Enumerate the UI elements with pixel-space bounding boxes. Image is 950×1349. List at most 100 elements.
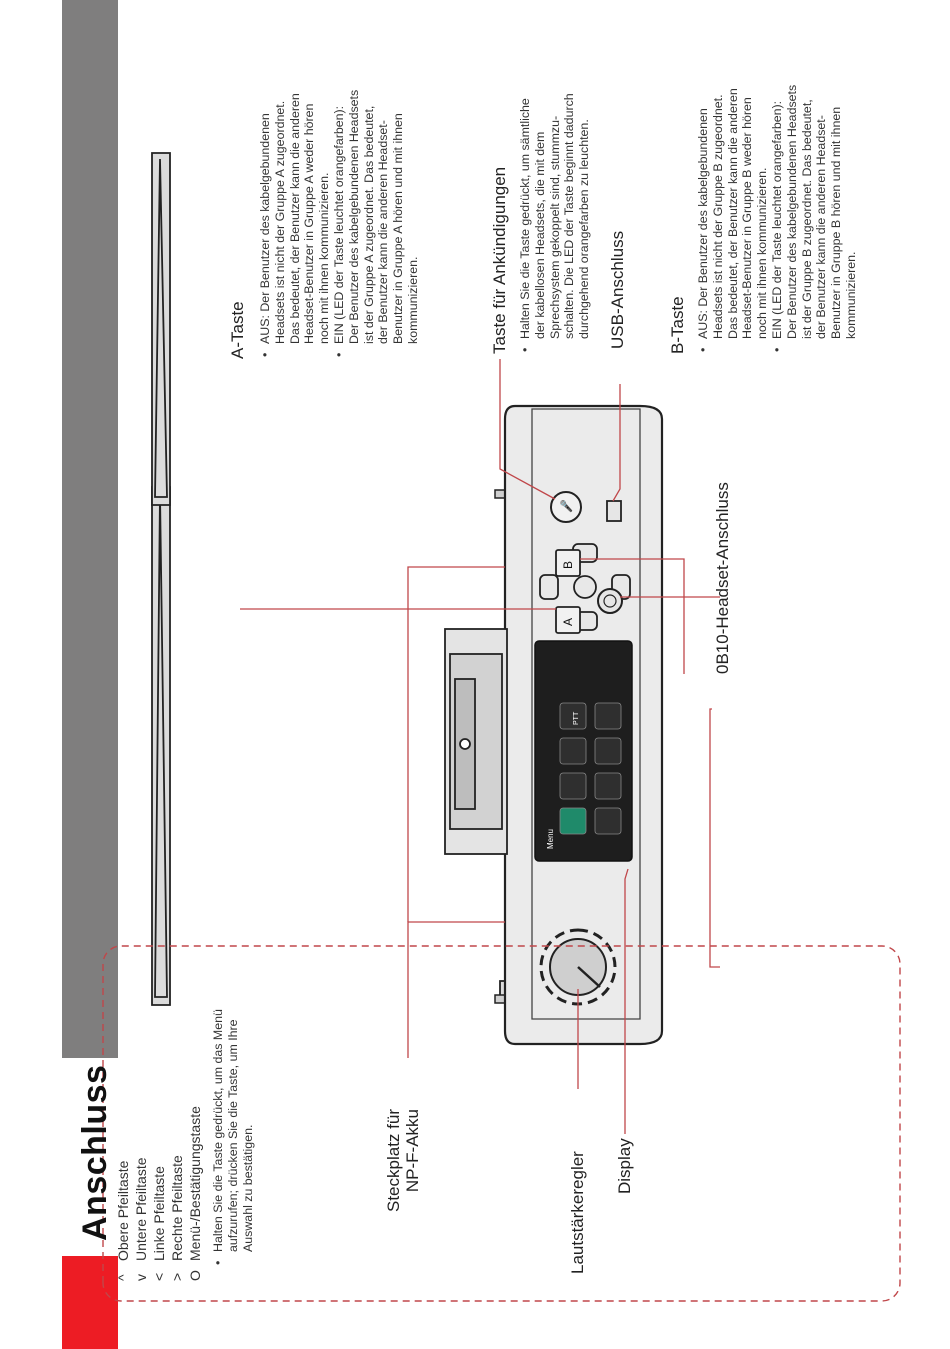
b-taste-bullet-line: der Benutzer kann die anderen Headset- bbox=[814, 115, 829, 339]
circle-icon: O bbox=[187, 1270, 203, 1281]
announce-bullet-line: Halten Sie die Taste gedrückt, um sämtli… bbox=[518, 98, 532, 339]
header-gray-bar bbox=[62, 0, 118, 1058]
legend-item-label: Obere Pfeiltaste bbox=[115, 1160, 131, 1261]
announce-title: Taste für Ankündigungen bbox=[490, 166, 509, 354]
announce-bullet-line: der kabellosen Headsets, die mit dem bbox=[532, 131, 547, 339]
announce-bullet-item: Halten Sie die Taste gedrückt, um sämtli… bbox=[518, 93, 592, 354]
np-f-label-line2: NP-F-Akku bbox=[403, 1109, 422, 1193]
a-taste-title: A-Taste bbox=[228, 301, 247, 359]
usb-title: USB-Anschluss bbox=[608, 230, 627, 349]
legend-item-label: Linke Pfeiltaste bbox=[151, 1166, 167, 1261]
screen-tile-intercom[interactable] bbox=[559, 807, 587, 835]
announce-bullet-line: schalten. Die LED der Taste beginnt dadu… bbox=[562, 93, 577, 339]
b-button[interactable] bbox=[555, 549, 581, 577]
screen-tile-radio[interactable] bbox=[594, 807, 622, 835]
screen-tile-settings[interactable] bbox=[594, 702, 622, 730]
b-button-label: B bbox=[561, 561, 575, 569]
announce-button[interactable] bbox=[550, 491, 582, 523]
a-taste-bullet-line: Benutzer in Gruppe A hören und mit ihnen bbox=[391, 113, 406, 344]
antenna-right-hinge bbox=[494, 489, 506, 499]
page-title: Anschluss bbox=[76, 1064, 114, 1241]
legend-item: >Rechte Pfeiltaste bbox=[169, 961, 187, 1281]
a-taste-bullet-line: Headsets ist nicht der Gruppe A zugeordn… bbox=[272, 100, 287, 344]
legend-item-label: Menü-/Bestätigungstaste bbox=[187, 1106, 203, 1261]
device-panel bbox=[531, 408, 641, 1020]
antenna-left-ridge bbox=[154, 493, 168, 998]
announce-bullets: Halten Sie die Taste gedrückt, um sämtli… bbox=[518, 93, 592, 354]
b-taste-bullet-line: ist der Gruppe B zugeordnet. Das bedeute… bbox=[799, 99, 814, 339]
header-red-bar bbox=[62, 1256, 118, 1349]
legend-note-line: Auswahl zu bestätigen. bbox=[240, 1124, 255, 1252]
a-taste-bullet-item: AUS: Der Benutzer des kabelgebundenenHea… bbox=[258, 90, 332, 359]
announce-bullet-line: durchgehend orangefarben zu leuchten. bbox=[577, 119, 592, 339]
b-taste-bullet-line: Das bedeutet, der Benutzer kann die ande… bbox=[725, 88, 740, 339]
volume-label: Lautstärkeregler bbox=[568, 1151, 587, 1274]
screen-tile-audio[interactable] bbox=[594, 737, 622, 765]
np-f-label: Steckplatz für NP-F-Akku bbox=[384, 1109, 422, 1259]
leader-np-f-right bbox=[407, 566, 505, 922]
np-f-label-line1: Steckplatz für bbox=[384, 1109, 403, 1212]
b-taste-bullet-item: EIN (LED der Taste leuchtet orangefarben… bbox=[770, 85, 859, 354]
screen-tile-mesh[interactable] bbox=[559, 772, 587, 800]
b-taste-bullet-line: AUS: Der Benutzer des kabelgebundenen bbox=[696, 108, 710, 339]
ob10-title: 0B10-Headset-Anschluss bbox=[713, 482, 732, 674]
usb-port[interactable] bbox=[606, 500, 622, 522]
b-taste-bullet-line: Headsets ist nicht der Gruppe B zugeordn… bbox=[710, 94, 725, 339]
legend-item-label: Rechte Pfeiltaste bbox=[169, 1155, 185, 1261]
b-taste-bullets: AUS: Der Benutzer des kabelgebundenenHea… bbox=[696, 85, 859, 354]
ob10-headset-connector[interactable] bbox=[597, 588, 623, 614]
b-taste-bullet-line: EIN (LED der Taste leuchtet orangefarben… bbox=[769, 100, 784, 339]
leader-np-f-left bbox=[407, 921, 505, 1058]
legend-note-line: Halten Sie die Taste gedrückt, um das Me… bbox=[211, 1009, 225, 1252]
leader-display bbox=[624, 868, 629, 1134]
menu-confirm-button[interactable] bbox=[573, 575, 597, 599]
legend-note-line: aufzurufen; drücken Sie die Taste, um Ih… bbox=[225, 1019, 240, 1252]
ob10-headset-connector-inner bbox=[603, 594, 617, 608]
a-taste-bullet-line: AUS: Der Benutzer des kabelgebundenen bbox=[258, 113, 272, 344]
screen-title: Menu bbox=[546, 829, 555, 849]
b-taste-bullet-line: kommunizieren. bbox=[843, 251, 858, 339]
a-taste-bullet-item: EIN (LED der Taste leuchtet orangefarben… bbox=[332, 90, 421, 359]
legend-box bbox=[102, 945, 901, 1302]
a-taste-bullet-line: ist der Gruppe A zugeordnet. Das bedeute… bbox=[361, 105, 376, 344]
a-taste-bullet-line: kommunizieren. bbox=[405, 256, 420, 344]
screen-ptt-label: PTT bbox=[573, 711, 580, 725]
chevron-left-icon: < bbox=[151, 1272, 167, 1281]
a-taste-bullet-line: Headset-Benutzer in Gruppe A weder hören bbox=[302, 103, 317, 344]
screen-tile-language[interactable] bbox=[594, 772, 622, 800]
b-taste-title: B-Taste bbox=[668, 296, 687, 354]
battery-screw bbox=[459, 738, 471, 750]
antenna-left-hinge bbox=[494, 994, 506, 1004]
chevron-up-icon: ^ bbox=[115, 1274, 131, 1281]
leader-usb bbox=[612, 384, 621, 502]
a-button-label: A bbox=[561, 618, 575, 626]
leader-announce bbox=[499, 359, 556, 500]
display-label: Display bbox=[615, 1138, 634, 1194]
b-taste-bullet-line: Der Benutzer des kabelgebundenen Headset… bbox=[784, 84, 799, 339]
volume-knob-pointer bbox=[577, 966, 601, 988]
announce-mic-icon: 🎤 bbox=[559, 499, 573, 513]
b-taste-bullet-line: noch mit ihnen kommunizieren. bbox=[755, 167, 770, 340]
screen-tile-group[interactable] bbox=[559, 737, 587, 765]
legend-note-item: Halten Sie die Taste gedrückt, um das Me… bbox=[211, 1009, 255, 1267]
a-taste-bullet-line: Das bedeutet, der Benutzer kann die ande… bbox=[287, 93, 302, 344]
legend-note: Halten Sie die Taste gedrückt, um das Me… bbox=[211, 1009, 255, 1267]
antenna-right-ridge bbox=[154, 158, 168, 498]
a-taste-bullets: AUS: Der Benutzer des kabelgebundenenHea… bbox=[258, 90, 421, 359]
a-button[interactable] bbox=[555, 606, 581, 634]
legend-item: < Linke Pfeiltaste bbox=[151, 961, 169, 1281]
b-taste-bullet-line: Headset-Benutzer in Gruppe B weder hören bbox=[740, 97, 755, 339]
legend-item-label: Untere Pfeiltaste bbox=[133, 1157, 149, 1262]
a-taste-bullet-line: der Benutzer kann die anderen Headset- bbox=[376, 120, 391, 344]
a-taste-bullet-line: Der Benutzer des kabelgebundenen Headset… bbox=[346, 89, 361, 344]
leader-arrows bbox=[709, 708, 720, 968]
announce-bullet-line: Sprechsystem gekoppelt sind, stummzu- bbox=[547, 115, 562, 339]
screen-tile-fm[interactable] bbox=[559, 702, 587, 730]
b-taste-bullet-line: Benutzer in Gruppe B hören und mit ihnen bbox=[829, 106, 844, 339]
a-taste-bullet-line: EIN (LED der Taste leuchtet orangefarben… bbox=[331, 105, 346, 344]
left-arrow-button[interactable] bbox=[539, 574, 559, 600]
